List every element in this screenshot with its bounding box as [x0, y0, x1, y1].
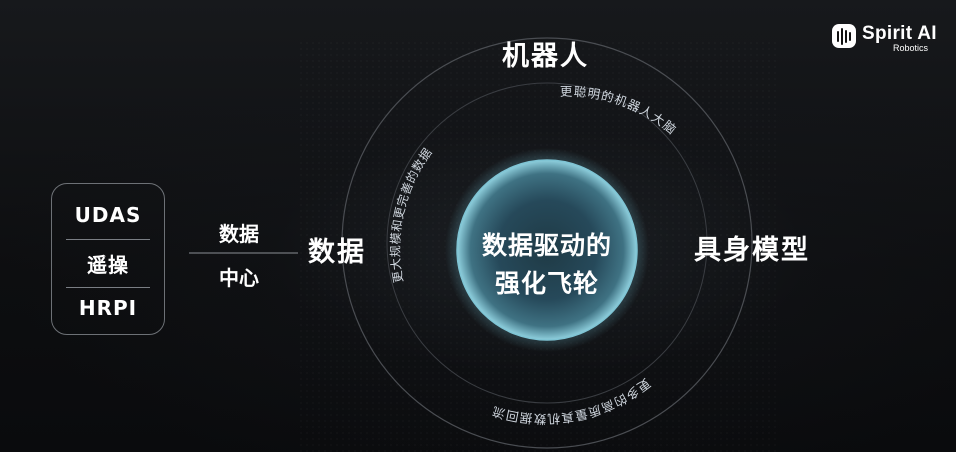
data-center-bottom-label: 中心	[219, 266, 259, 290]
node-robot: 机器人	[502, 41, 589, 72]
divider	[66, 287, 150, 288]
core-title-line2: 强化飞轮	[494, 269, 599, 298]
core-circle	[456, 159, 638, 341]
data-source-box: UDAS 遥操 HRPI	[51, 183, 165, 335]
core-title-line1: 数据驱动的	[481, 231, 612, 260]
node-data: 数据	[308, 237, 366, 268]
spirit-ai-logo-icon	[832, 24, 856, 48]
source-item-hrpi: HRPI	[78, 296, 138, 320]
source-item-teleop: 遥操	[87, 253, 129, 277]
node-embodied-model: 具身模型	[694, 235, 810, 266]
logo-name: Spirit AI	[862, 23, 937, 44]
logo-subtitle: Robotics	[893, 43, 929, 53]
data-center-top-label: 数据	[219, 222, 259, 246]
outer-ring	[341, 37, 753, 449]
divider	[66, 239, 150, 240]
source-item-udas: UDAS	[74, 203, 142, 227]
inner-ring	[386, 82, 708, 404]
